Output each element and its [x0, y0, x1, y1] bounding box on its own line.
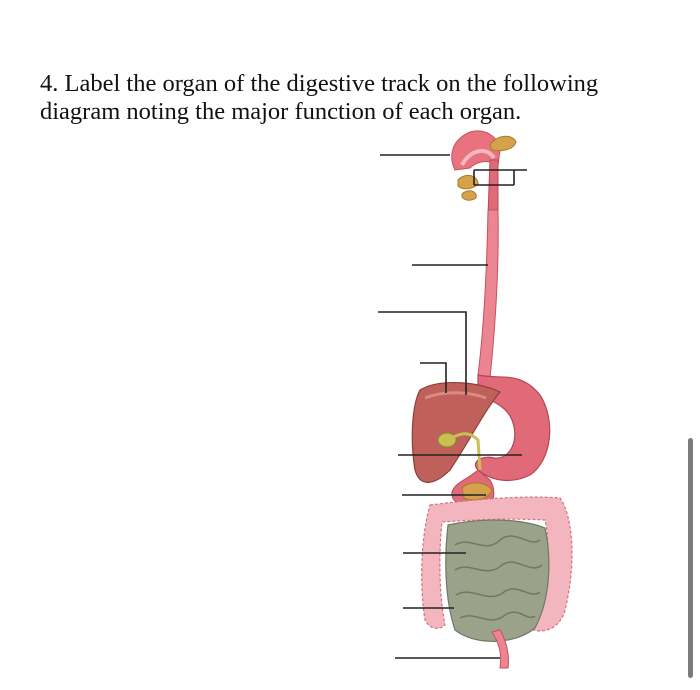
- question-text: 4. Label the organ of the digestive trac…: [40, 70, 599, 125]
- liver: [411, 382, 501, 483]
- pharynx: [487, 159, 499, 216]
- scrollbar[interactable]: [688, 438, 693, 678]
- small-intestine: [445, 519, 550, 642]
- mouth: [451, 130, 501, 171]
- gallbladder: [437, 432, 482, 471]
- label-line-salivary-glands: [473, 169, 527, 186]
- esophagus: [477, 209, 499, 379]
- label-line-esophagus: [378, 311, 467, 395]
- label-line-liver: [420, 362, 447, 393]
- rectum: [491, 629, 509, 669]
- salivary-glands: [457, 135, 517, 201]
